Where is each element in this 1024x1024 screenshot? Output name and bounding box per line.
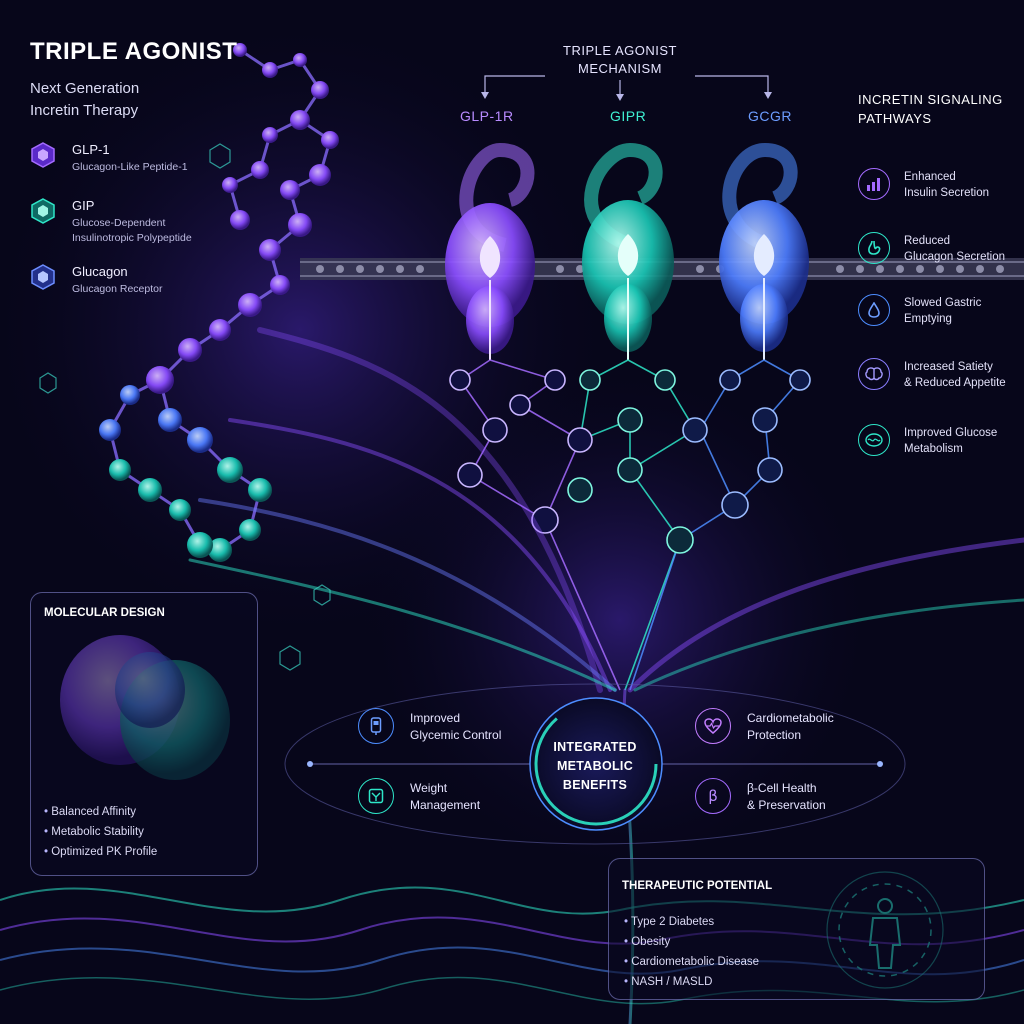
receptor-label-gcgr: GCGR bbox=[748, 108, 792, 124]
receptor-label-gipr: GIPR bbox=[610, 108, 647, 124]
pathway-line: Emptying bbox=[904, 313, 952, 325]
benefit-text: Improved Glycemic Control bbox=[410, 710, 520, 744]
benefit-item: β β-Cell Health & Preservation bbox=[695, 778, 855, 818]
list-item: Cardiometabolic Disease bbox=[624, 952, 759, 972]
molecular-design-list: Balanced Affinity Metabolic Stability Op… bbox=[44, 802, 157, 862]
pathway-line: Glucagon Secretion bbox=[904, 251, 1006, 263]
list-item: NASH / MASLD bbox=[624, 972, 759, 992]
center-label-line: BENEFITS bbox=[562, 778, 628, 792]
pathway-item: Enhanced Insulin Secretion bbox=[858, 168, 1018, 204]
signaling-network bbox=[449, 359, 811, 691]
benefit-item: Improved Glycemic Control bbox=[358, 708, 518, 748]
pathway-line: Insulin Secretion bbox=[904, 187, 990, 199]
center-label-line: INTEGRATED bbox=[553, 740, 637, 754]
glucose-meter-icon bbox=[358, 708, 394, 744]
light-streams bbox=[188, 327, 1024, 1024]
pathway-text: Slowed Gastric Emptying bbox=[904, 295, 1014, 327]
cell-icon bbox=[858, 424, 890, 456]
pathway-item: Slowed Gastric Emptying bbox=[858, 294, 1018, 330]
pathway-line: Improved Glucose bbox=[904, 427, 998, 439]
agent-glucagon: Glucagon Glucagon Receptor bbox=[30, 264, 230, 304]
pathway-line: Slowed Gastric bbox=[904, 297, 982, 309]
mechanism-title-line: TRIPLE AGONIST bbox=[563, 43, 677, 58]
agent-description: Glucagon Receptor bbox=[72, 283, 163, 295]
receptor-label-glp1r: GLP-1R bbox=[460, 108, 514, 124]
benefit-line: Weight bbox=[410, 781, 448, 795]
pathway-line: Reduced bbox=[904, 235, 951, 247]
subtitle-line: Incretin Therapy bbox=[30, 102, 139, 119]
agent-name: Glucagon bbox=[72, 264, 128, 279]
therapeutic-list: Type 2 Diabetes Obesity Cardiometabolic … bbox=[624, 912, 759, 992]
pathway-item: Reduced Glucagon Secretion bbox=[858, 232, 1018, 268]
receptor-gcgr bbox=[719, 142, 809, 360]
page-title: TRIPLE AGONIST bbox=[30, 38, 238, 65]
molecular-design-title: MOLECULAR DESIGN bbox=[44, 607, 165, 619]
agent-description-line: Glucose-Dependent bbox=[72, 217, 166, 229]
benefit-line: Cardiometabolic bbox=[747, 711, 834, 725]
agent-name: GIP bbox=[72, 198, 95, 213]
benefit-line: & Preservation bbox=[747, 798, 826, 812]
list-item: Balanced Affinity bbox=[44, 802, 157, 822]
mechanism-arrows bbox=[484, 75, 769, 96]
pathway-text: Improved Glucose Metabolism bbox=[904, 425, 1014, 457]
stomach-icon bbox=[858, 232, 890, 264]
pathways-title-line: INCRETIN SIGNALING bbox=[858, 92, 1003, 107]
benefit-text: β-Cell Health & Preservation bbox=[747, 780, 857, 814]
pathway-text: Enhanced Insulin Secretion bbox=[904, 169, 1014, 201]
receptor-glp1r bbox=[445, 142, 535, 360]
bar-chart-icon bbox=[858, 168, 890, 200]
integrated-benefits-label: INTEGRATED METABOLIC BENEFITS bbox=[540, 738, 650, 795]
pathway-text: Reduced Glucagon Secretion bbox=[904, 233, 1014, 265]
hex-particles bbox=[39, 143, 331, 671]
pathway-line: & Reduced Appetite bbox=[904, 377, 1006, 389]
mechanism-title: TRIPLE AGONIST MECHANISM bbox=[548, 42, 692, 78]
heart-icon bbox=[695, 708, 731, 744]
benefit-item: Cardiometabolic Protection bbox=[695, 708, 855, 748]
pathway-item: Improved Glucose Metabolism bbox=[858, 424, 1018, 460]
subtitle-line: Next Generation bbox=[30, 80, 140, 97]
benefit-line: β-Cell Health bbox=[747, 781, 817, 795]
agent-gip: GIP Glucose-Dependent Insulinotropic Pol… bbox=[30, 198, 230, 248]
list-item: Obesity bbox=[624, 932, 759, 952]
list-item: Type 2 Diabetes bbox=[624, 912, 759, 932]
benefit-text: Cardiometabolic Protection bbox=[747, 710, 857, 744]
agent-glp1: GLP-1 Glucagon-Like Peptide-1 bbox=[30, 142, 230, 182]
pathway-line: Metabolism bbox=[904, 443, 963, 455]
pathway-text: Increased Satiety & Reduced Appetite bbox=[904, 359, 1014, 391]
scale-icon bbox=[358, 778, 394, 814]
list-item: Optimized PK Profile bbox=[44, 842, 157, 862]
beta-icon: β bbox=[695, 778, 731, 814]
receptor-gipr bbox=[582, 142, 674, 360]
hexagon-icon bbox=[31, 264, 55, 290]
brain-icon bbox=[858, 358, 890, 390]
page-subtitle: Next Generation Incretin Therapy bbox=[30, 78, 230, 122]
agent-description: Glucagon-Like Peptide-1 bbox=[72, 161, 188, 173]
therapeutic-title: THERAPEUTIC POTENTIAL bbox=[622, 880, 773, 892]
list-item: Metabolic Stability bbox=[44, 822, 157, 842]
benefit-line: Improved bbox=[410, 711, 461, 725]
pathway-item: Increased Satiety & Reduced Appetite bbox=[858, 358, 1018, 394]
pathways-title: INCRETIN SIGNALING PATHWAYS bbox=[858, 90, 1008, 128]
benefit-line: Management bbox=[410, 798, 481, 812]
agent-description-line: Insulinotropic Polypeptide bbox=[72, 232, 192, 244]
agent-name: GLP-1 bbox=[72, 142, 110, 157]
drop-icon bbox=[858, 294, 890, 326]
benefit-line: Glycemic Control bbox=[410, 728, 502, 742]
pathway-line: Enhanced bbox=[904, 171, 956, 183]
hexagon-icon bbox=[31, 142, 55, 168]
mechanism-title-line: MECHANISM bbox=[578, 61, 662, 76]
benefit-item: Weight Management bbox=[358, 778, 518, 818]
pathway-line: Increased Satiety bbox=[904, 361, 993, 373]
hexagon-icon bbox=[31, 198, 55, 224]
agent-description: Glucose-Dependent Insulinotropic Polypep… bbox=[72, 216, 232, 246]
center-label-line: METABOLIC bbox=[556, 759, 634, 773]
benefit-text: Weight Management bbox=[410, 780, 520, 814]
benefits-ring bbox=[284, 683, 906, 845]
pathways-title-line: PATHWAYS bbox=[858, 111, 932, 126]
molecule-chain bbox=[99, 43, 339, 562]
benefit-line: Protection bbox=[747, 728, 802, 742]
